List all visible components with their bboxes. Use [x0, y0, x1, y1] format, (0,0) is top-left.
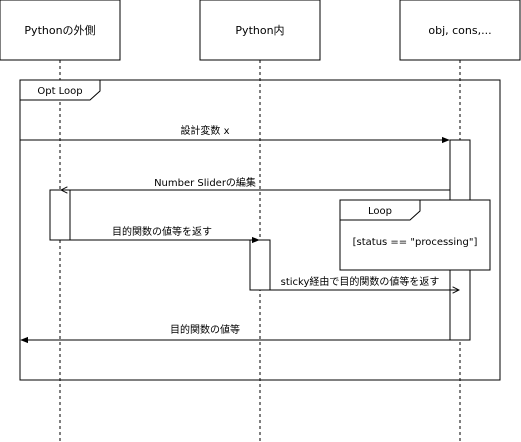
participant-outside-python-label: Pythonの外側 — [24, 24, 95, 37]
message-return-via-sticky-label: sticky経由で目的関数の値等を返す — [281, 275, 440, 288]
frame-loop-guard: [status == "processing"] — [353, 237, 478, 248]
message-return-via-sticky: sticky経由で目的関数の値等を返す — [250, 275, 459, 290]
message-number-slider-edit-label: Number Sliderの編集 — [154, 176, 256, 189]
activation-bar-outside-python — [49, 189, 71, 241]
message-design-variable-label: 設計変数 x — [180, 124, 229, 137]
participant-inside-python[interactable]: Python内 — [199, 0, 321, 61]
message-return-objective-label: 目的関数の値等を返す — [112, 225, 212, 238]
frame-loop-tag: Loop — [368, 206, 392, 217]
frame-opt-loop: Opt Loop — [19, 79, 501, 381]
activation-bar-inside-python — [249, 239, 271, 291]
message-objective-values: 目的関数の値等 — [20, 323, 470, 344]
frame-loop: Loop [status == "processing"] — [339, 199, 491, 271]
frame-opt-loop-tag: Opt Loop — [37, 86, 82, 97]
message-return-objective: 目的関数の値等を返す — [50, 225, 260, 244]
message-number-slider-edit: Number Sliderの編集 — [61, 176, 450, 190]
participant-inside-python-label: Python内 — [235, 23, 284, 37]
participant-outside-python[interactable]: Pythonの外側 — [0, 0, 121, 61]
participant-obj-cons-label: obj, cons,... — [428, 24, 491, 37]
participant-obj-cons[interactable]: obj, cons,... — [399, 0, 521, 61]
message-design-variable: 設計変数 x — [20, 124, 450, 144]
message-objective-values-label: 目的関数の値等 — [170, 323, 240, 336]
